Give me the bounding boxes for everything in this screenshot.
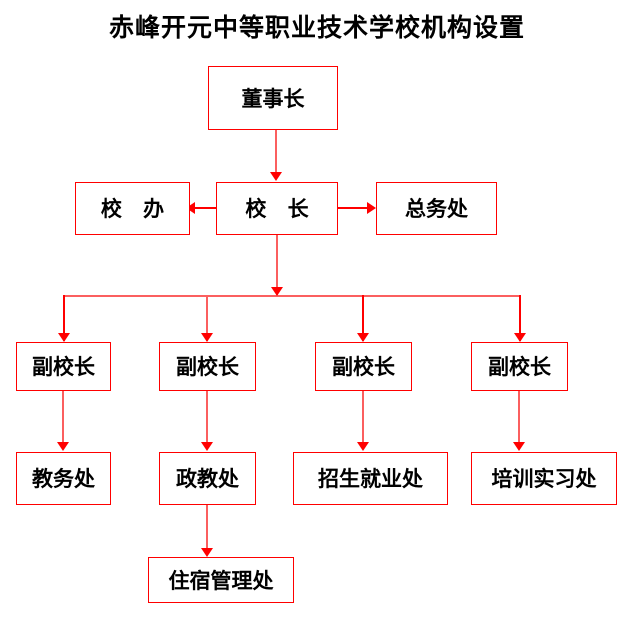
- edge-vice-principal-1-to-academic-affairs: [62, 391, 64, 443]
- node-moral-education[interactable]: 政教处: [159, 452, 256, 505]
- arrowhead-vice-principal-2-to-moral-education: [201, 442, 213, 451]
- edge-principal-to-bus: [276, 235, 278, 296]
- edge-principal-to-general-affairs: [338, 207, 369, 209]
- node-training-internship[interactable]: 培训实习处: [471, 452, 617, 505]
- node-vice-principal-3[interactable]: 副校长: [315, 342, 412, 391]
- edge-principal-to-school-office: [190, 207, 218, 209]
- arrowhead-vice-principal-4-to-training-internship: [513, 442, 525, 451]
- node-admission-employment[interactable]: 招生就业处: [293, 452, 448, 505]
- node-principal[interactable]: 校 长: [216, 182, 338, 235]
- node-vice-principal-4[interactable]: 副校长: [471, 342, 568, 391]
- arrowhead-chairman-to-principal: [270, 172, 282, 181]
- arrowhead-bus-to-vice-principal-4: [514, 333, 526, 342]
- edge-bus-to-vice-principal-4: [519, 295, 521, 341]
- node-general-affairs[interactable]: 总务处: [376, 182, 497, 235]
- arrowhead-bus-to-vice-principal-1: [58, 333, 70, 342]
- edge-bus-to-vice-principal-3: [362, 295, 364, 341]
- node-vice-principal-1[interactable]: 副校长: [16, 342, 111, 391]
- arrowhead-principal-to-bus: [271, 287, 283, 296]
- edge-bus-to-vice-principal-1: [63, 295, 65, 341]
- arrowhead-vice-principal-1-to-academic-affairs: [57, 442, 69, 451]
- edge-chairman-to-principal: [275, 130, 277, 173]
- arrowhead-vice-principal-3-to-admission-employment: [357, 442, 369, 451]
- edge-bus-to-vice-principal-2: [206, 295, 208, 341]
- edge-vice-principal-3-to-admission-employment: [362, 391, 364, 443]
- node-vice-principal-2[interactable]: 副校长: [159, 342, 256, 391]
- node-accommodation-management[interactable]: 住宿管理处: [148, 557, 294, 603]
- edge-bus-horizontal: [64, 295, 521, 297]
- arrowhead-moral-education-to-accommodation: [201, 548, 213, 557]
- edge-moral-education-to-accommodation: [206, 505, 208, 550]
- arrowhead-bus-to-vice-principal-2: [201, 333, 213, 342]
- arrowhead-principal-to-school-office: [186, 202, 195, 214]
- arrowhead-principal-to-general-affairs: [367, 202, 376, 214]
- arrowhead-bus-to-vice-principal-3: [357, 333, 369, 342]
- edge-vice-principal-2-to-moral-education: [206, 391, 208, 443]
- node-chairman[interactable]: 董事长: [208, 66, 338, 130]
- edge-vice-principal-4-to-training-internship: [518, 391, 520, 443]
- page-title: 赤峰开元中等职业技术学校机构设置: [108, 13, 525, 42]
- node-academic-affairs[interactable]: 教务处: [16, 452, 111, 505]
- node-school-office[interactable]: 校 办: [75, 182, 190, 235]
